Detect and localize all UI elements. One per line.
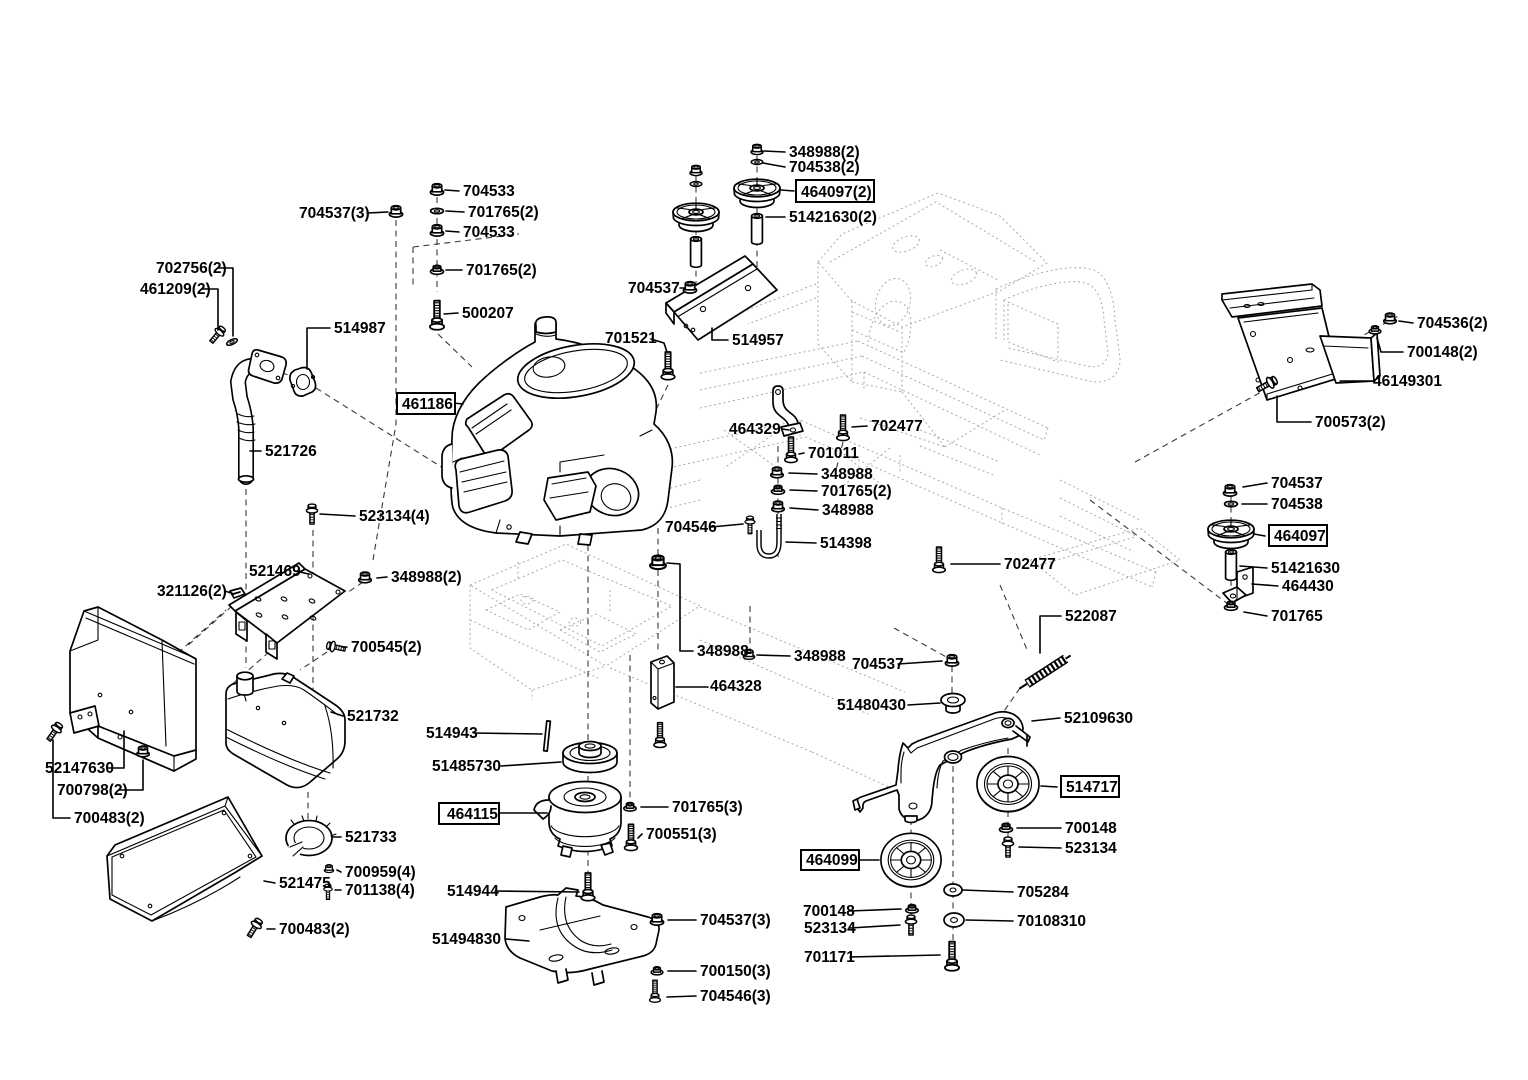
svg-text:70108310: 70108310 (1017, 913, 1086, 930)
svg-text:521469: 521469 (249, 563, 301, 580)
svg-text:348988(2): 348988(2) (391, 569, 462, 586)
svg-text:348988: 348988 (822, 502, 874, 519)
svg-text:514943: 514943 (426, 725, 478, 742)
svg-text:700483(2): 700483(2) (279, 921, 350, 938)
svg-text:514987: 514987 (334, 320, 386, 337)
svg-text:701765: 701765 (1271, 608, 1323, 625)
svg-text:705284: 705284 (1017, 884, 1069, 901)
svg-text:51494830: 51494830 (432, 931, 501, 948)
svg-text:523134: 523134 (1065, 840, 1117, 857)
svg-text:523134(4): 523134(4) (359, 508, 430, 525)
svg-text:701521: 701521 (605, 330, 657, 347)
svg-text:348988: 348988 (821, 466, 873, 483)
svg-text:704538: 704538 (1271, 496, 1323, 513)
svg-text:700551(3): 700551(3) (646, 826, 717, 843)
svg-text:700148: 700148 (803, 903, 855, 920)
svg-text:51480430: 51480430 (837, 697, 906, 714)
svg-text:461186: 461186 (402, 396, 453, 413)
svg-text:348988: 348988 (794, 648, 846, 665)
svg-text:522087: 522087 (1065, 608, 1117, 625)
svg-text:704536(2): 704536(2) (1417, 315, 1488, 332)
svg-text:704537(3): 704537(3) (700, 912, 771, 929)
svg-text:514957: 514957 (732, 332, 784, 349)
svg-text:523134: 523134 (804, 920, 856, 937)
svg-text:702477: 702477 (1004, 556, 1056, 573)
svg-text:500207: 500207 (462, 305, 514, 322)
svg-text:464430: 464430 (1282, 578, 1334, 595)
svg-text:51421630(2): 51421630(2) (789, 209, 877, 226)
svg-text:704533: 704533 (463, 224, 515, 241)
svg-text:701765(2): 701765(2) (466, 262, 537, 279)
svg-text:514398: 514398 (820, 535, 872, 552)
svg-text:704546: 704546 (665, 519, 717, 536)
svg-text:700798(2): 700798(2) (57, 782, 128, 799)
svg-text:700483(2): 700483(2) (74, 810, 145, 827)
svg-text:702477: 702477 (871, 418, 923, 435)
svg-text:700959(4): 700959(4) (345, 864, 416, 881)
svg-text:52147630: 52147630 (45, 760, 114, 777)
svg-text:701765(3): 701765(3) (672, 799, 743, 816)
svg-text:701138(4): 701138(4) (345, 882, 415, 899)
svg-text:461209(2): 461209(2) (140, 281, 211, 298)
svg-text:521732: 521732 (347, 708, 399, 725)
svg-text:700150(3): 700150(3) (700, 963, 771, 980)
svg-text:464329: 464329 (729, 421, 781, 438)
svg-text:700148(2): 700148(2) (1407, 344, 1478, 361)
svg-text:521726: 521726 (265, 443, 317, 460)
svg-text:464328: 464328 (710, 678, 762, 695)
svg-text:704537: 704537 (1271, 475, 1323, 492)
svg-text:52109630: 52109630 (1064, 710, 1133, 727)
svg-text:702756(2): 702756(2) (156, 260, 227, 277)
svg-text:700573(2): 700573(2) (1315, 414, 1386, 431)
svg-text:521733: 521733 (345, 829, 397, 846)
svg-text:464099: 464099 (806, 852, 858, 869)
svg-text:704537: 704537 (628, 280, 680, 297)
svg-text:704537(3): 704537(3) (299, 205, 370, 222)
svg-text:521475: 521475 (279, 875, 331, 892)
svg-text:700148: 700148 (1065, 820, 1117, 837)
svg-text:704533: 704533 (463, 183, 515, 200)
svg-text:321126(2): 321126(2) (157, 583, 227, 600)
svg-text:464097: 464097 (1274, 528, 1326, 545)
svg-text:51421630: 51421630 (1271, 560, 1340, 577)
svg-text:348988: 348988 (697, 643, 749, 660)
svg-text:514944: 514944 (447, 883, 499, 900)
svg-text:464115: 464115 (447, 806, 498, 823)
svg-text:701011: 701011 (808, 445, 859, 462)
svg-text:51485730: 51485730 (432, 758, 501, 775)
svg-text:514717: 514717 (1066, 779, 1118, 796)
svg-text:46149301: 46149301 (1373, 373, 1442, 390)
svg-text:700545(2): 700545(2) (351, 639, 422, 656)
svg-text:704538(2): 704538(2) (789, 159, 860, 176)
svg-text:701765(2): 701765(2) (468, 204, 539, 221)
svg-text:701171: 701171 (804, 949, 855, 966)
svg-text:701765(2): 701765(2) (821, 483, 892, 500)
svg-text:704546(3): 704546(3) (700, 988, 771, 1005)
svg-text:704537: 704537 (852, 656, 904, 673)
svg-text:464097(2): 464097(2) (801, 184, 872, 201)
svg-text:348988(2): 348988(2) (789, 144, 860, 161)
